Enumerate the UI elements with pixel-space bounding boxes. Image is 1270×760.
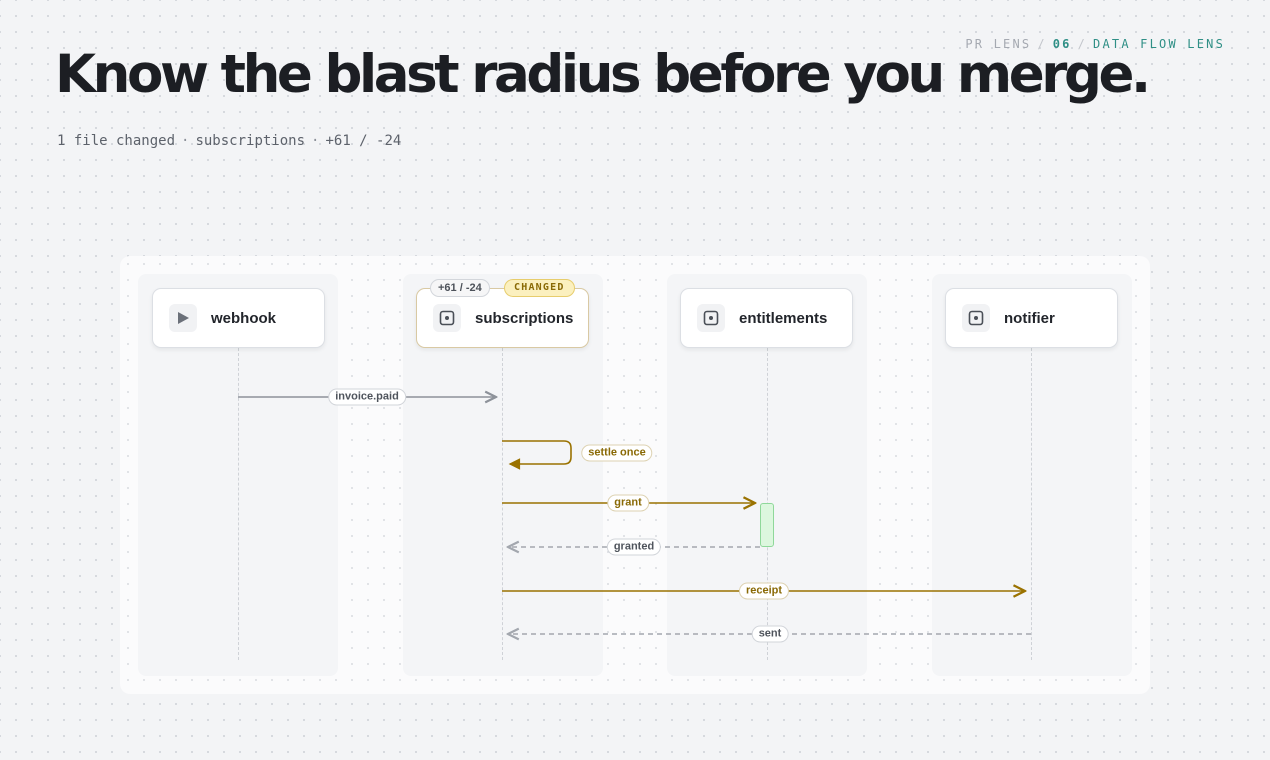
actor-label: entitlements	[739, 309, 828, 327]
lifeline-subscriptions	[502, 348, 503, 660]
diff-badge: +61 / -24	[430, 279, 490, 297]
actor-label: notifier	[1004, 309, 1055, 327]
page-title: Know the blast radius before you merge.	[55, 44, 1151, 105]
play-icon	[169, 304, 197, 332]
breadcrumb-lens[interactable]: DATA FLOW LENS	[1093, 37, 1225, 51]
message-label[interactable]: settle once	[581, 444, 653, 462]
arrow-settle-once	[502, 440, 572, 470]
actor-subscriptions[interactable]: subscriptions	[416, 288, 589, 348]
files-changed: 1 file changed	[57, 133, 176, 149]
message-label[interactable]: invoice.paid	[328, 388, 406, 406]
breadcrumb-section: PR LENS	[965, 37, 1032, 51]
message-label[interactable]: grant	[607, 494, 649, 512]
message-label[interactable]: receipt	[738, 582, 790, 600]
message-arrows	[238, 256, 1031, 694]
actor-label: subscriptions	[475, 309, 574, 327]
breadcrumb-number: 06	[1052, 37, 1072, 51]
lifeline-notifier	[1031, 348, 1032, 660]
message-label[interactable]: sent	[751, 625, 789, 643]
changed-badge: CHANGED	[504, 279, 575, 297]
lifeline-webhook	[238, 348, 239, 660]
actor-label: webhook	[211, 309, 277, 327]
breadcrumb: PR LENS/06/DATA FLOW LENS	[965, 37, 1225, 51]
actor-notifier[interactable]: notifier	[945, 288, 1118, 348]
diff-stats: +61 / -24	[325, 133, 402, 149]
service-icon	[962, 304, 990, 332]
service-icon	[697, 304, 725, 332]
actor-entitlements[interactable]: entitlements	[680, 288, 853, 348]
sequence-diagram: webhook subscriptions +61 / -24 CHANGED …	[120, 256, 1150, 694]
change-summary: 1 file changed·subscriptions·+61 / -24	[57, 133, 402, 149]
service-icon	[433, 304, 461, 332]
entitlements-activation	[760, 503, 774, 547]
changed-service: subscriptions	[195, 133, 306, 149]
actor-webhook[interactable]: webhook	[152, 288, 325, 348]
message-label[interactable]: granted	[606, 538, 662, 556]
